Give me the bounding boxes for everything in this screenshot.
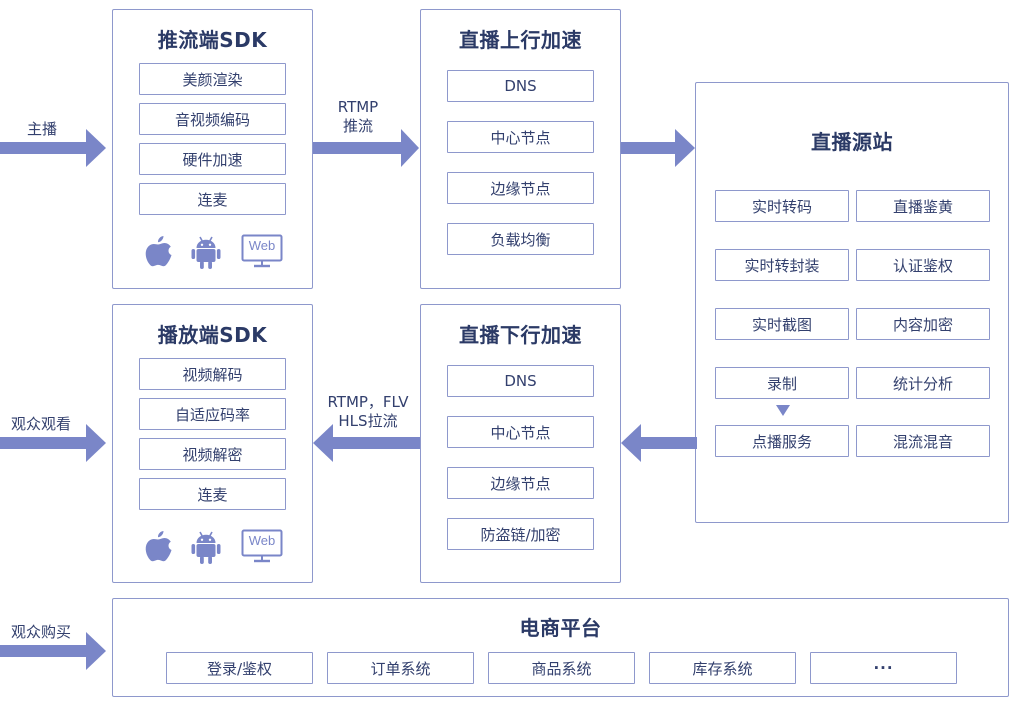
ecommerce-item-more: ··· <box>810 652 957 684</box>
play-sdk-item: 连麦 <box>139 478 286 510</box>
push-sdk-title: 推流端SDK <box>157 28 268 52</box>
to-origin-arrow-icon <box>621 129 695 167</box>
anchor-label: 主播 <box>27 120 58 138</box>
up-accel-item: 边缘节点 <box>447 172 594 204</box>
play-sdk-panel: 播放端SDK 视频解码 自适应码率 视频解密 连麦 Web <box>112 304 313 583</box>
from-origin-arrow-icon <box>621 424 697 462</box>
push-action: 推流 <box>342 117 373 135</box>
push-sdk-item: 美颜渲染 <box>139 63 286 95</box>
ecommerce-item: 商品系统 <box>488 652 635 684</box>
up-accel-item: 中心节点 <box>447 121 594 153</box>
ecommerce-title: 电商平台 <box>519 616 602 640</box>
play-sdk-title: 播放端SDK <box>157 323 268 347</box>
origin-left-item: 实时转封装 <box>715 249 849 281</box>
play-sdk-item: 视频解码 <box>139 358 286 390</box>
push-sdk-item: 硬件加速 <box>139 143 286 175</box>
origin-right-item: 直播鉴黄 <box>856 190 990 222</box>
pull-arrow-icon <box>313 424 421 462</box>
viewers-watch-arrow-icon <box>0 424 106 462</box>
down-accel-panel: 直播下行加速 DNS 中心节点 边缘节点 防盗链/加密 <box>420 304 621 583</box>
android-icon <box>191 236 221 269</box>
origin-right-item: 混流混音 <box>856 425 990 457</box>
up-accel-item: 负载均衡 <box>447 223 594 255</box>
viewers-buy-arrow-icon <box>0 632 106 670</box>
push-sdk-panel: 推流端SDK 美颜渲染 音视频编码 硬件加速 连麦 Web <box>112 9 313 289</box>
up-accel-panel: 直播上行加速 DNS 中心节点 边缘节点 负载均衡 <box>420 9 621 289</box>
pull-action: HLS拉流 <box>338 412 398 430</box>
pull-link-label: RTMP，FLV HLS拉流 <box>316 393 420 431</box>
origin-left-item: 实时转码 <box>715 190 849 222</box>
ecommerce-panel: 电商平台 登录/鉴权 订单系统 商品系统 库存系统 ··· <box>112 598 1009 697</box>
web-monitor-icon: Web <box>241 234 283 270</box>
push-arrow-icon <box>313 129 419 167</box>
origin-title: 直播源站 <box>811 130 893 154</box>
origin-right-item: 认证鉴权 <box>856 249 990 281</box>
web-monitor-icon: Web <box>241 529 283 565</box>
origin-right-item: 内容加密 <box>856 308 990 340</box>
origin-left-item: 录制 <box>715 367 849 399</box>
down-accel-item: 防盗链/加密 <box>447 518 594 550</box>
push-link-label: RTMP 推流 <box>318 98 398 136</box>
origin-left-item: 点播服务 <box>715 425 849 457</box>
push-sdk-item: 连麦 <box>139 183 286 215</box>
play-sdk-item: 视频解密 <box>139 438 286 470</box>
push-protocol: RTMP <box>337 98 379 116</box>
down-accel-item: 边缘节点 <box>447 467 594 499</box>
up-accel-title: 直播上行加速 <box>459 28 582 52</box>
play-sdk-item: 自适应码率 <box>139 398 286 430</box>
down-accel-item: 中心节点 <box>447 416 594 448</box>
apple-icon <box>145 531 172 562</box>
ecommerce-item: 库存系统 <box>649 652 796 684</box>
ecommerce-item: 订单系统 <box>327 652 474 684</box>
pull-protocols: RTMP，FLV <box>327 393 409 411</box>
down-accel-title: 直播下行加速 <box>459 323 582 347</box>
push-sdk-item: 音视频编码 <box>139 103 286 135</box>
origin-panel: 直播源站 实时转码 实时转封装 实时截图 录制 点播服务 直播鉴黄 认证鉴权 内… <box>695 82 1009 523</box>
apple-icon <box>145 236 172 267</box>
viewers-buy-label: 观众购买 <box>11 623 72 641</box>
origin-right-item: 统计分析 <box>856 367 990 399</box>
web-label: Web <box>248 238 276 253</box>
triangle-down-icon <box>776 405 790 416</box>
ecommerce-item: 登录/鉴权 <box>166 652 313 684</box>
android-icon <box>191 531 221 564</box>
anchor-arrow-icon <box>0 129 106 167</box>
viewers-watch-label: 观众观看 <box>11 415 72 433</box>
up-accel-item: DNS <box>447 70 594 102</box>
down-accel-item: DNS <box>447 365 594 397</box>
origin-left-item: 实时截图 <box>715 308 849 340</box>
web-label: Web <box>248 533 276 548</box>
